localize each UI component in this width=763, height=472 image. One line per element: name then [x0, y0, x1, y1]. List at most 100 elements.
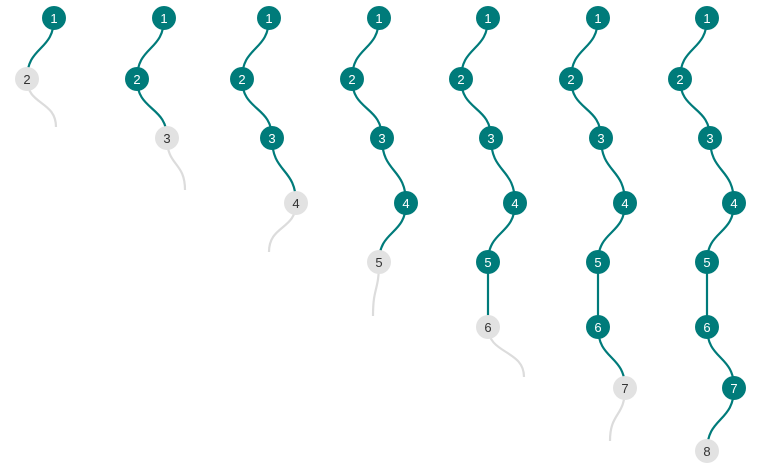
- step-label: 2: [23, 72, 30, 87]
- step-circle-completed: [613, 191, 637, 215]
- step-circle-completed: [449, 67, 473, 91]
- step-label: 3: [706, 131, 713, 146]
- step-node: 3: [370, 126, 394, 150]
- step-circle-pending: [15, 67, 39, 91]
- step-node: 3: [589, 126, 613, 150]
- step-label: 4: [402, 196, 409, 211]
- sequence-5: 1 2 3 4 5 6: [449, 6, 527, 378]
- step-node: 3: [698, 126, 722, 150]
- step-label: 1: [484, 11, 491, 26]
- step-label: 1: [375, 11, 382, 26]
- step-circle-completed: [698, 126, 722, 150]
- step-node: 3: [155, 126, 179, 150]
- step-node: 4: [284, 191, 308, 215]
- step-circle-completed: [479, 126, 503, 150]
- step-node: 7: [722, 376, 746, 400]
- step-circle-completed: [722, 376, 746, 400]
- step-circle-completed: [559, 67, 583, 91]
- step-node: 1: [257, 6, 281, 30]
- step-node: 2: [15, 67, 39, 91]
- step-label: 2: [676, 72, 683, 87]
- step-label: 5: [703, 255, 710, 270]
- step-circle-completed: [257, 6, 281, 30]
- step-circle-pending: [476, 315, 500, 339]
- step-node: 4: [722, 191, 746, 215]
- step-circle-completed: [260, 126, 284, 150]
- step-label: 3: [268, 131, 275, 146]
- step-label: 4: [511, 196, 518, 211]
- step-node: 5: [586, 250, 610, 274]
- step-label: 2: [567, 72, 574, 87]
- step-label: 1: [594, 11, 601, 26]
- step-label: 6: [703, 320, 710, 335]
- step-node: 2: [230, 67, 254, 91]
- step-circle-completed: [42, 6, 66, 30]
- step-node: 1: [42, 6, 66, 30]
- step-circle-pending: [155, 126, 179, 150]
- step-node: 5: [476, 250, 500, 274]
- step-circle-completed: [367, 6, 391, 30]
- step-circle-completed: [476, 6, 500, 30]
- step-label: 2: [348, 72, 355, 87]
- sequence-4: 1 2 3 4 5: [340, 6, 418, 317]
- step-circle-completed: [394, 191, 418, 215]
- step-node: 5: [367, 250, 391, 274]
- step-circle-completed: [668, 67, 692, 91]
- step-label: 4: [621, 196, 628, 211]
- step-label: 3: [378, 131, 385, 146]
- step-label: 1: [50, 11, 57, 26]
- step-node: 4: [394, 191, 418, 215]
- step-label: 4: [730, 196, 737, 211]
- step-node: 4: [613, 191, 637, 215]
- step-node: 4: [503, 191, 527, 215]
- step-node: 5: [695, 250, 719, 274]
- step-circle-completed: [695, 315, 719, 339]
- sequence-2: 1 2 3: [125, 6, 187, 191]
- sequence-1: 12: [15, 6, 66, 128]
- step-label: 1: [265, 11, 272, 26]
- step-label: 6: [594, 320, 601, 335]
- step-circle-completed: [152, 6, 176, 30]
- step-circle-completed: [586, 250, 610, 274]
- sequence-7: 1 2 3 4 5 6 7 8: [668, 6, 746, 463]
- step-node: 6: [695, 315, 719, 339]
- step-circle-completed: [586, 315, 610, 339]
- step-circle-completed: [476, 250, 500, 274]
- step-label: 3: [487, 131, 494, 146]
- step-node: 2: [125, 67, 149, 91]
- step-circle-completed: [230, 67, 254, 91]
- step-node: 3: [479, 126, 503, 150]
- step-node: 2: [449, 67, 473, 91]
- step-label: 4: [292, 196, 299, 211]
- step-node: 1: [586, 6, 610, 30]
- step-circle-pending: [284, 191, 308, 215]
- step-label: 5: [594, 255, 601, 270]
- step-node: 2: [668, 67, 692, 91]
- step-node: 6: [476, 315, 500, 339]
- step-label: 5: [484, 255, 491, 270]
- step-node: 1: [695, 6, 719, 30]
- step-node: 1: [152, 6, 176, 30]
- step-label: 2: [457, 72, 464, 87]
- step-node: 1: [367, 6, 391, 30]
- step-circle-completed: [695, 250, 719, 274]
- step-label: 8: [703, 444, 710, 459]
- step-label: 3: [597, 131, 604, 146]
- step-label: 3: [163, 131, 170, 146]
- step-circle-completed: [125, 67, 149, 91]
- step-circle-completed: [589, 126, 613, 150]
- step-label: 2: [133, 72, 140, 87]
- step-label: 1: [703, 11, 710, 26]
- step-node: 3: [260, 126, 284, 150]
- step-label: 6: [484, 320, 491, 335]
- sequence-6: 1 2 3 4 5 6 7: [559, 6, 637, 442]
- sequence-3: 1 2 3 4: [230, 6, 308, 253]
- step-label: 7: [621, 381, 628, 396]
- step-node: 2: [559, 67, 583, 91]
- step-node: 2: [340, 67, 364, 91]
- step-node: 1: [476, 6, 500, 30]
- step-label: 7: [730, 381, 737, 396]
- step-node: 7: [613, 376, 637, 400]
- step-label: 2: [238, 72, 245, 87]
